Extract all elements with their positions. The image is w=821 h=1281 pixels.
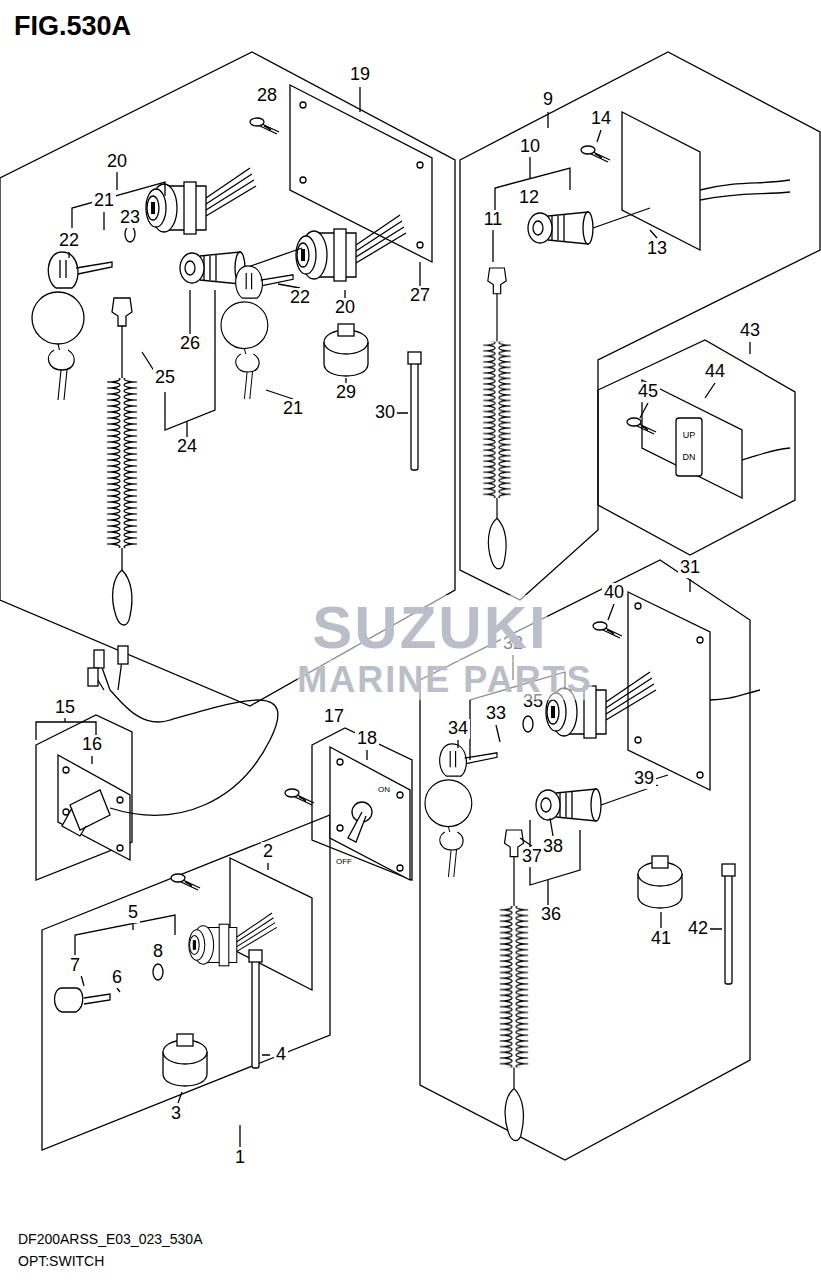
callout-number: 3: [169, 1104, 183, 1124]
callout-number: 6: [110, 968, 124, 988]
callout-number: 18: [355, 729, 379, 749]
callout-number: 33: [484, 704, 508, 724]
switch-marking: OFF: [334, 858, 354, 867]
callout-number: 31: [678, 558, 702, 578]
callout-number: 28: [255, 86, 279, 106]
callout-number: 1: [233, 1148, 247, 1168]
callout-number: 42: [686, 919, 710, 939]
callout-number: 23: [118, 208, 142, 228]
callout-number: 21: [281, 399, 305, 419]
switch-marking: DN: [681, 453, 698, 463]
figure-title: FIG.530A: [14, 12, 131, 42]
callout-number: 36: [539, 905, 563, 925]
callout-number: 43: [738, 321, 762, 341]
callout-number: 17: [322, 707, 346, 727]
callout-number: 9: [541, 90, 555, 110]
callout-number: 22: [288, 288, 312, 308]
switch-marking: ON: [376, 786, 392, 795]
callout-number: 26: [178, 334, 202, 354]
callout-number: 7: [68, 956, 82, 976]
watermark: SUZUKI: [312, 595, 547, 661]
callout-number: 5: [126, 903, 140, 923]
callout-number: 13: [645, 239, 669, 259]
switch-marking: UP: [681, 431, 698, 441]
callout-number: 21: [92, 191, 116, 211]
callout-number: 30: [373, 403, 397, 423]
callout-number: 39: [632, 769, 656, 789]
callout-number: 20: [333, 298, 357, 318]
callout-number: 2: [261, 842, 275, 862]
callout-number: 12: [517, 188, 541, 208]
callout-number: 34: [446, 719, 470, 739]
callout-number: 16: [80, 735, 104, 755]
callout-number: 11: [482, 210, 505, 230]
callout-number: 14: [589, 109, 613, 129]
callout-number: 22: [57, 231, 81, 251]
callout-number: 44: [703, 362, 727, 382]
callout-number: 27: [408, 286, 432, 306]
figure-caption: OPT:SWITCH: [18, 1254, 104, 1269]
callout-number: 41: [649, 929, 673, 949]
callout-number: 40: [602, 583, 626, 603]
callout-number: 29: [334, 383, 358, 403]
callout-number: 24: [175, 437, 199, 457]
callout-number: 8: [151, 942, 165, 962]
callout-number: 25: [153, 368, 177, 388]
watermark: MARINE PARTS: [297, 660, 592, 700]
callout-number: 15: [53, 698, 77, 718]
callout-number: 45: [636, 382, 660, 402]
drawing-code: DF200ARSS_E03_023_530A: [18, 1232, 202, 1247]
callout-number: 19: [348, 65, 372, 85]
callout-number: 20: [105, 152, 129, 172]
callout-number: 38: [541, 837, 565, 857]
callout-number: 10: [518, 137, 542, 157]
callout-number: 4: [274, 1045, 288, 1065]
